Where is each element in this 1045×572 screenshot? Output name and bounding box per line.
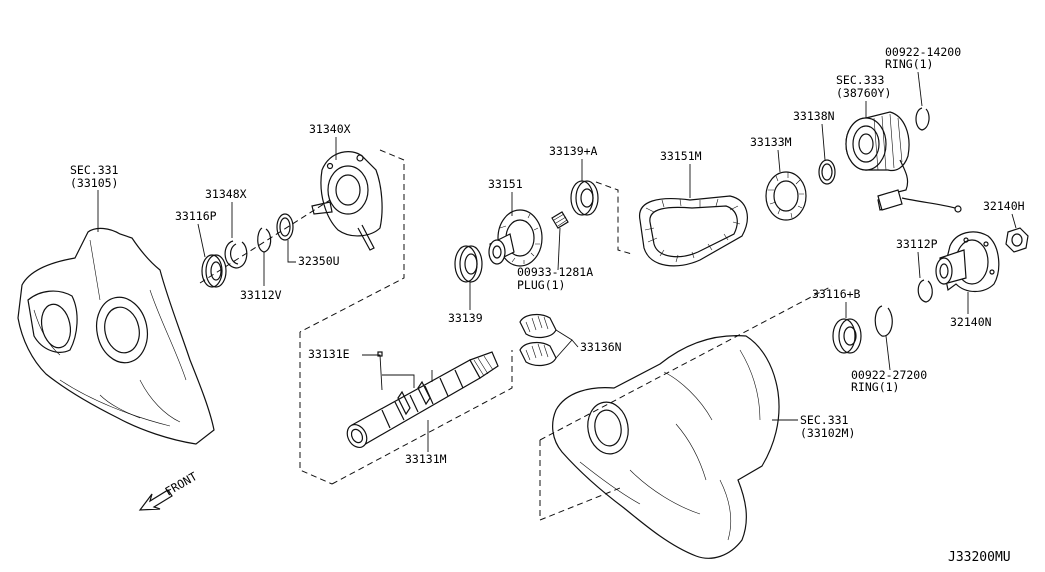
ring-00922-27200: [874, 305, 893, 337]
flange-32140n: [935, 231, 1000, 293]
label-31348x: 31348X: [205, 187, 247, 201]
label-33133m: 33133M: [750, 135, 792, 149]
ring-33112p: [917, 279, 933, 303]
label-sec333-sub: (38760Y): [836, 86, 891, 100]
ring-32350u: [276, 213, 294, 241]
ring-00922-14200: [915, 107, 930, 131]
label-00933: 00933-1281A: [517, 265, 593, 279]
label-32350u: 32350U: [298, 254, 340, 268]
nut-32140h: [1005, 227, 1029, 253]
label-ring1-top: RING(1): [885, 57, 933, 71]
label-33139a: 33139+A: [549, 144, 598, 158]
label-00922-14200: 00922-14200: [885, 45, 961, 59]
sprocket-33133m: [765, 171, 807, 221]
label-33136n: 33136N: [580, 340, 622, 354]
right-case-half: [552, 335, 780, 559]
label-33112p: 33112P: [896, 237, 938, 251]
drive-chain-33151m: [639, 195, 748, 267]
sprocket-33151: [488, 209, 543, 267]
bearing-33116p: [201, 254, 227, 288]
label-33131e: 33131E: [308, 347, 350, 361]
left-case-half: [17, 227, 215, 445]
label-33116p: 33116P: [175, 209, 217, 223]
ring-33138n: [818, 159, 836, 185]
label-plug1: PLUG(1): [517, 278, 565, 292]
label-33151m: 33151M: [660, 149, 702, 163]
label-32140n: 32140N: [950, 315, 992, 329]
label-sec331-top-sub: (33105): [70, 176, 118, 190]
bearing-33139a: [570, 180, 599, 216]
oil-pump-31340x: [311, 151, 383, 251]
label-sec331-bottom: SEC.331: [800, 413, 849, 427]
label-31340x: 31340X: [309, 122, 351, 136]
bearing-33139: [454, 245, 483, 283]
label-33116b: 33116+B: [812, 287, 861, 301]
label-33112v: 33112V: [240, 288, 282, 302]
snap-ring-31348x: [224, 240, 248, 269]
label-33131m: 33131M: [405, 452, 447, 466]
needle-bearing-33136n: [519, 313, 557, 367]
label-ring1-bottom: RING(1): [851, 380, 899, 394]
diagram-code: J33200MU: [948, 550, 1011, 565]
label-sec331-top: SEC.331: [70, 163, 119, 177]
label-33138n: 33138N: [793, 109, 835, 123]
label-33139: 33139: [448, 311, 483, 325]
label-33151: 33151: [488, 177, 523, 191]
front-arrow-icon: [138, 489, 173, 511]
label-sec333: SEC.333: [836, 73, 885, 87]
label-front: FRONT: [163, 469, 200, 498]
label-00922-27200: 00922-27200: [851, 368, 927, 382]
label-32140h: 32140H: [983, 199, 1025, 213]
main-shaft-33131m: [346, 351, 499, 449]
label-sec331-bottom-sub: (33102M): [800, 426, 855, 440]
ring-33112v: [257, 227, 272, 253]
plug-00933: [551, 211, 569, 229]
bearing-33116b: [832, 318, 862, 354]
clutch-sec333: [845, 111, 962, 213]
